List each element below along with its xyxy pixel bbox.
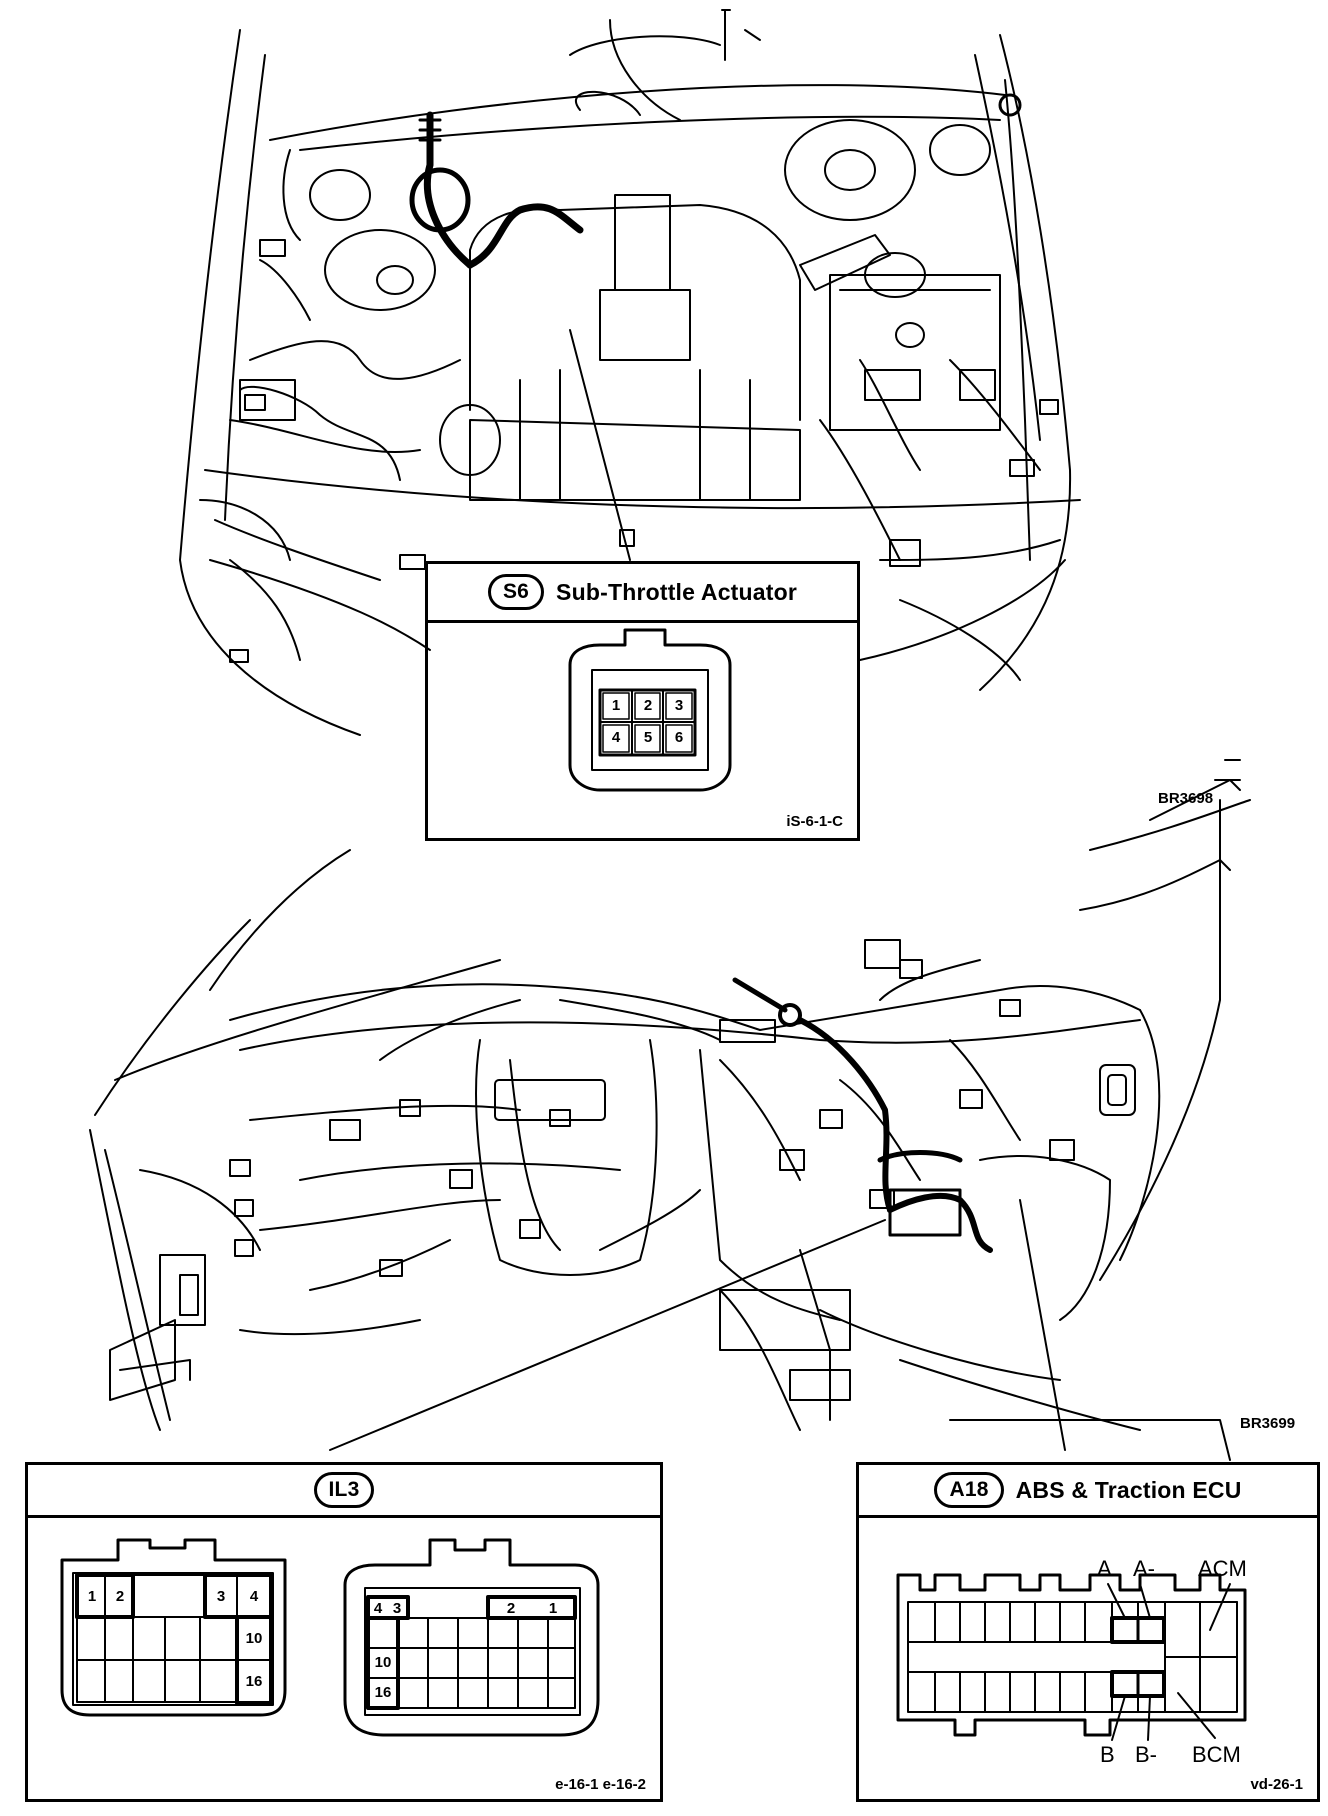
il3-connector-right-grid: [366, 1595, 577, 1710]
il3-right-pin-16: 16: [374, 1684, 392, 1701]
il3-badge: IL3: [313, 1472, 375, 1508]
s6-connector-box: S6 Sub-Throttle Actuator iS-6-1-C: [425, 561, 860, 841]
a18-code: vd-26-1: [1250, 1776, 1303, 1793]
il3-right-pin-1: 1: [548, 1600, 558, 1617]
s6-connector-face: [568, 628, 732, 792]
il3-connector-box: IL3 e-16-1 e-16-2: [25, 1462, 663, 1802]
instrument-panel-drawing: [89, 759, 1251, 1461]
a18-terminal-acm: ACM: [1198, 1556, 1247, 1581]
a18-terminal-a: A: [1097, 1556, 1112, 1581]
a18-box-header: A18 ABS & Traction ECU: [859, 1465, 1317, 1518]
il3-code: e-16-1 e-16-2: [555, 1776, 646, 1793]
il3-connector-right-face: [343, 1538, 600, 1737]
s6-title: Sub-Throttle Actuator: [556, 578, 798, 605]
a18-terminal-b-minus: B-: [1135, 1742, 1157, 1767]
il3-left-pin-1: 1: [87, 1588, 97, 1605]
a18-connector-face: [896, 1573, 1247, 1737]
a18-badge: A18: [934, 1472, 1004, 1508]
il3-right-pin-10: 10: [374, 1654, 392, 1671]
s6-pin-6: 6: [674, 729, 684, 746]
il3-left-pin-16: 16: [245, 1673, 263, 1690]
a18-connector-grid: [907, 1583, 1238, 1741]
s6-pin-3: 3: [674, 697, 684, 714]
s6-pin-4: 4: [611, 729, 621, 746]
s6-connector-grid: [598, 688, 697, 757]
s6-pin-5: 5: [643, 729, 653, 746]
a18-terminal-bcm: BCM: [1192, 1742, 1241, 1767]
s6-code: iS-6-1-C: [786, 813, 843, 830]
a18-terminal-a-minus: A-: [1133, 1556, 1155, 1581]
il3-left-pin-2: 2: [115, 1588, 125, 1605]
s6-box-header: S6 Sub-Throttle Actuator: [428, 564, 857, 623]
il3-right-pin-3: 3: [392, 1600, 402, 1617]
s6-pin-2: 2: [643, 697, 653, 714]
a18-terminal-b: B: [1100, 1742, 1115, 1767]
bottom-drawing-ref: BR3699: [1240, 1415, 1296, 1432]
il3-right-pin-4: 4: [373, 1600, 383, 1617]
il3-left-pin-3: 3: [216, 1588, 226, 1605]
top-drawing-ref: BR3698: [1158, 790, 1214, 807]
s6-badge: S6: [487, 574, 545, 610]
il3-right-pin-2: 2: [506, 1600, 516, 1617]
il3-connector-left-grid: [75, 1573, 274, 1705]
a18-title: ABS & Traction ECU: [1015, 1476, 1242, 1503]
a18-connector-box: A18 ABS & Traction ECU vd-26-1: [856, 1462, 1320, 1802]
il3-box-header: IL3: [28, 1465, 660, 1518]
il3-left-pin-4: 4: [249, 1588, 259, 1605]
il3-left-pin-10: 10: [245, 1630, 263, 1647]
s6-pin-1: 1: [611, 697, 621, 714]
engine-compartment-drawing: [179, 9, 1081, 736]
